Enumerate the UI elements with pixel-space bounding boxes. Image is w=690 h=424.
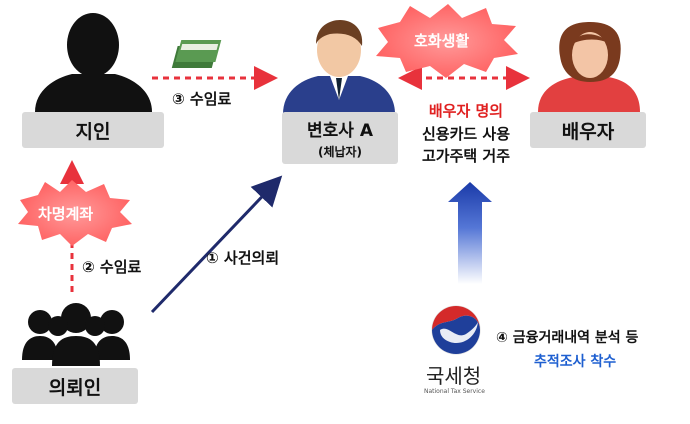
investigation-up-arrow-icon — [448, 182, 492, 284]
spouse-label: 배우자 — [530, 112, 646, 148]
money-stack-icon — [171, 40, 222, 68]
nts-logo-text: 국세청 — [426, 364, 482, 388]
lawyer-sublabel: (체납자) — [317, 145, 363, 159]
nts-logo-icon — [431, 305, 481, 355]
spouse-avatar-icon — [538, 22, 640, 112]
lawyer-label: 변호사 A — [307, 121, 373, 141]
lawyer-label-box: 변호사 A (체납자) — [282, 112, 398, 164]
fee-to-acquaintance-text: ③ 수임료 — [172, 90, 232, 108]
investigation-start-text: 추적조사 착수 — [534, 354, 617, 370]
investigation-step-text: ④ 금융거래내역 분석 등 — [496, 330, 639, 346]
acquaintance-label: 지인 — [22, 112, 164, 148]
luxury-house-text: 고가주택 거주 — [421, 147, 511, 165]
luxury-life-burst-icon — [376, 4, 518, 78]
client-label: 의뢰인 — [12, 368, 138, 404]
borrowed-account-text: 차명계좌 — [38, 205, 94, 223]
credit-card-text: 신용카드 사용 — [421, 125, 511, 143]
case-request-text: ① 사건의뢰 — [206, 249, 280, 267]
lawyer-avatar-icon — [283, 20, 395, 114]
nts-logo-subtext: National Tax Service — [424, 388, 485, 395]
fee-from-client-text: ② 수임료 — [82, 258, 142, 276]
borrowed-account-burst-icon — [18, 180, 132, 246]
spouse-name-text: 배우자 명의 — [428, 102, 504, 120]
client-group-icon — [22, 303, 130, 366]
acquaintance-silhouette-icon — [35, 13, 152, 112]
luxury-life-text: 호화생활 — [414, 32, 470, 50]
